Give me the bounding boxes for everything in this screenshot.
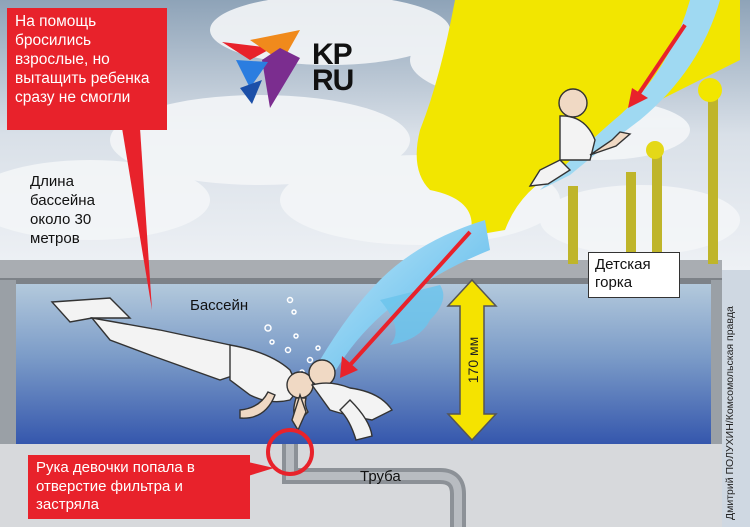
child-on-slide-icon	[528, 88, 632, 187]
pool-right-wall	[711, 280, 722, 444]
credit-text: Дмитрий ПОЛУХИН/Комсомольская правда	[724, 306, 736, 520]
adult-figure-icon	[50, 297, 314, 421]
callout-hand: Рука девочки попала в отверстие фильтра …	[28, 455, 250, 519]
pool-rim	[0, 278, 722, 284]
filter-hole-marker	[266, 428, 314, 476]
slide-label: Детская горка	[588, 252, 680, 298]
callout-pointer-hand	[248, 462, 274, 476]
depth-arrow	[446, 278, 498, 442]
slide-body	[416, 0, 740, 236]
kp-bird-icon	[222, 30, 300, 108]
pool-left-wall	[0, 280, 16, 444]
pool-deck	[0, 260, 722, 280]
pipe-label: Труба	[360, 468, 401, 485]
motion-arrows	[340, 23, 687, 378]
callout-pointer-adults	[122, 128, 152, 310]
callout-adults: На помощь бросились взрослые, но вытащит…	[7, 8, 167, 130]
pool-label: Бассейн	[190, 297, 249, 314]
slide-channel	[540, 0, 720, 190]
girl-underwater-icon	[291, 359, 394, 441]
kp-logo-line2: RU	[312, 64, 354, 97]
slide-supports	[568, 90, 718, 264]
kp-logo-line1: KP	[312, 38, 353, 71]
pool-length-label: Длина бассейна около 30 метров	[30, 173, 95, 247]
depth-label: 170 мм	[465, 337, 481, 384]
